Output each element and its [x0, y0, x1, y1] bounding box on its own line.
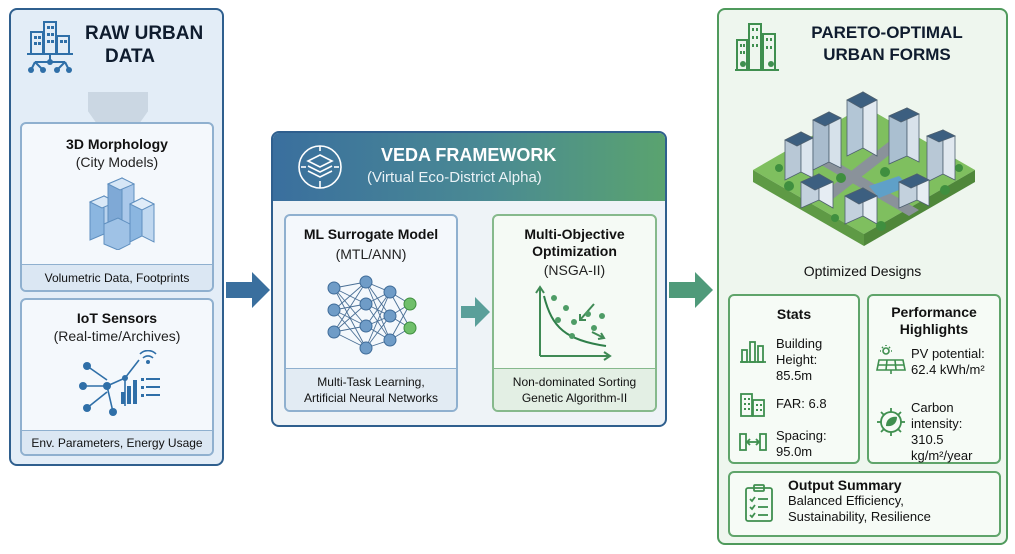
city-network-icon	[25, 18, 75, 76]
output-summary-text: Output Summary Balanced Efficiency, Sust…	[788, 477, 998, 525]
carbon-value: 310.5	[911, 432, 944, 447]
iot-subtitle: (Real-time/Archives)	[53, 328, 181, 344]
carbon-intensity-stat: Carbon intensity: 310.5 kg/m²/year	[911, 400, 1003, 464]
carbon-label-line2: intensity:	[911, 416, 963, 431]
right-title-line1: PARETO-OPTIMAL	[811, 23, 963, 42]
output-summary-line1: Balanced Efficiency,	[788, 493, 904, 508]
right-panel-title: PARETO-OPTIMAL URBAN FORMS	[787, 22, 987, 66]
optimization-footer: Non-dominated Sorting Genetic Algorithm-…	[494, 368, 655, 410]
right-title-line2: URBAN FORMS	[823, 45, 951, 64]
morphology-title: 3D Morphology	[66, 136, 168, 152]
left-title-line2: DATA	[105, 46, 155, 67]
ml-footer-line1: Multi-Task Learning,	[317, 375, 425, 389]
green-city-icon	[733, 18, 781, 74]
sensor-network-icon	[77, 350, 165, 422]
eco-gear-icon	[875, 406, 907, 438]
solar-panel-icon	[875, 344, 907, 376]
ml-surrogate-card: ML Surrogate Model (MTL/ANN)	[284, 214, 458, 412]
morphology-card: 3D Morphology (City Models) Volumetric D…	[20, 122, 214, 292]
left-title-line1: RAW URBAN	[85, 23, 204, 44]
iot-footer: Env. Parameters, Energy Usage	[22, 430, 212, 454]
stats-card: Stats Building Height: 85.5m	[728, 294, 860, 464]
iot-card: IoT Sensors (Real-time/Archives)	[20, 298, 214, 456]
optimization-title-line2: Optimization	[532, 243, 617, 259]
left-panel-title: RAW URBAN DATA	[85, 22, 215, 68]
optimization-title: Multi-Objective Optimization	[494, 226, 655, 260]
optimization-footer-line1: Non-dominated Sorting	[512, 375, 637, 389]
building-height-icon	[738, 334, 768, 364]
spacing-value: 95.0m	[776, 444, 813, 459]
performance-title-line2: Highlights	[899, 321, 969, 337]
3d-buildings-icon	[84, 174, 158, 250]
optimization-footer-line2: Genetic Algorithm-II	[521, 391, 628, 405]
veda-subtitle: (Virtual Eco-District Alpha)	[367, 169, 542, 186]
ml-footer-line2: Artificial Neural Networks	[303, 391, 439, 405]
raw-urban-data-panel: RAW URBAN DATA 3D Morphology (City Model…	[9, 8, 224, 466]
spacing-stat: Spacing: 95.0m	[776, 428, 860, 460]
performance-title-line1: Performance	[891, 304, 977, 320]
pv-potential-label: PV potential:	[911, 346, 985, 361]
pareto-urban-forms-panel: PARETO-OPTIMAL URBAN FORMS	[717, 8, 1008, 545]
building-height-value: 85.5m	[776, 368, 813, 383]
checklist-clipboard-icon	[744, 483, 774, 523]
morphology-footer: Volumetric Data, Footprints	[22, 264, 212, 290]
far-stat: FAR: 6.8	[776, 396, 827, 411]
building-height-stat: Building Height: 85.5m	[776, 336, 860, 384]
ml-title: ML Surrogate Model	[303, 226, 439, 242]
ml-subtitle: (MTL/ANN)	[335, 246, 407, 262]
arrow-framework-to-forms	[669, 270, 715, 310]
performance-title: Performance Highlights	[869, 304, 999, 338]
veda-title: VEDA FRAMEWORK	[381, 145, 557, 165]
stacked-layers-network-icon	[297, 143, 343, 191]
stats-title: Stats	[776, 306, 812, 322]
morphology-subtitle: (City Models)	[75, 154, 159, 170]
building-height-line2: Height:	[776, 352, 818, 367]
arrow-ml-to-optimization	[461, 295, 491, 329]
performance-card: Performance Highlights PV potential: 62.…	[867, 294, 1001, 464]
output-summary-title: Output Summary	[788, 477, 902, 493]
optimization-subtitle: (NSGA-II)	[543, 262, 606, 278]
pv-potential-value: 62.4 kWh/m²	[911, 362, 985, 377]
optimized-designs-label: Optimized Designs	[803, 263, 922, 279]
optimized-city-illustration	[749, 86, 979, 254]
veda-framework-panel: VEDA FRAMEWORK (Virtual Eco-District Alp…	[271, 131, 667, 427]
iot-title: IoT Sensors	[76, 310, 158, 326]
ml-footer: Multi-Task Learning, Artificial Neural N…	[286, 368, 456, 410]
veda-header: VEDA FRAMEWORK (Virtual Eco-District Alp…	[273, 133, 665, 201]
data-funnel-shape	[88, 92, 148, 124]
neural-network-icon	[324, 274, 420, 360]
carbon-label-line1: Carbon	[911, 400, 954, 415]
optimization-card: Multi-Objective Optimization (NSGA-II)	[492, 214, 657, 412]
optimization-title-line1: Multi-Objective	[524, 226, 625, 242]
building-height-line1: Building	[776, 336, 823, 351]
output-summary-line2: Sustainability, Resilience	[788, 509, 931, 524]
spacing-label: Spacing:	[776, 428, 827, 443]
carbon-unit: kg/m²/year	[911, 448, 973, 463]
spacing-icon	[738, 430, 768, 454]
output-summary-card: Output Summary Balanced Efficiency, Sust…	[728, 471, 1001, 537]
far-building-icon	[738, 388, 768, 418]
pareto-front-icon	[532, 284, 618, 362]
pv-potential-stat: PV potential: 62.4 kWh/m²	[911, 346, 1003, 378]
arrow-data-to-framework	[226, 270, 272, 310]
